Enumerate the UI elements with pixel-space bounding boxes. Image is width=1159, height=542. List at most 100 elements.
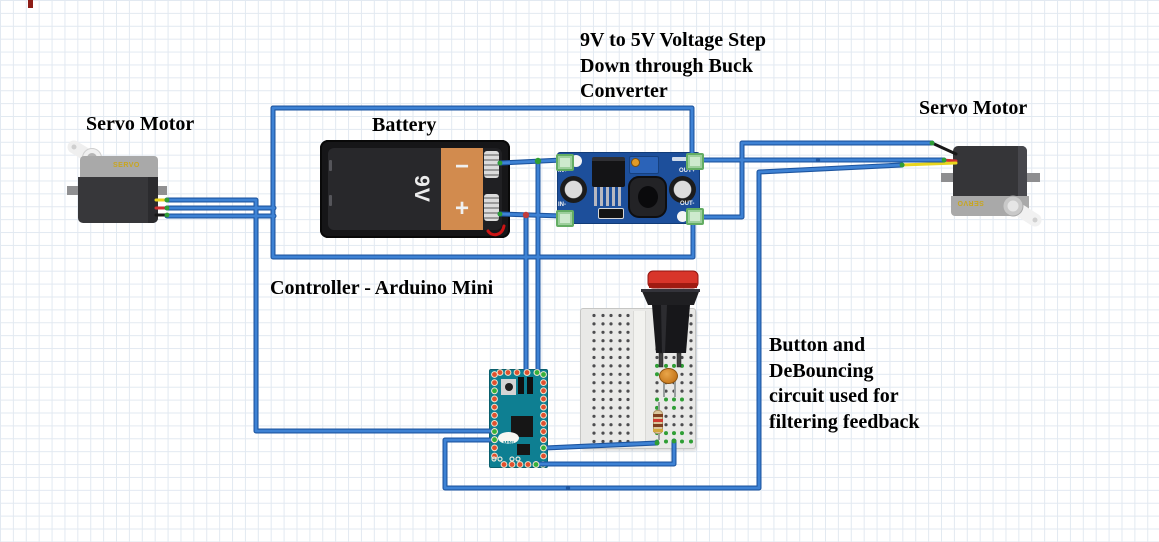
breadboard-connected-hole-icon: [672, 405, 676, 410]
push-button[interactable]: [640, 269, 702, 369]
breadboard-hole-icon: [592, 355, 596, 360]
buck-regulator-chip: [592, 157, 625, 187]
breadboard-hole-icon: [592, 381, 596, 385]
arduino-reset-cap: [505, 383, 513, 391]
breadboard-hole-icon: [601, 439, 605, 444]
buck-chip-leg: [618, 187, 621, 206]
breadboard-hole-icon: [592, 330, 596, 334]
wire-servo-left-signal[interactable]: [167, 200, 494, 431]
breadboard-hole-icon: [592, 414, 596, 418]
battery-tick: [329, 195, 332, 206]
arduino-pad-icon: [504, 369, 512, 376]
breadboard-hole-icon: [592, 347, 596, 351]
breadboard-hole-icon: [626, 364, 630, 368]
resistor-band: [653, 429, 663, 432]
battery-red-lead: [486, 224, 506, 237]
wire-tip-icon: [671, 438, 677, 444]
breadboard-hole-icon: [592, 431, 596, 435]
buck-terminal-out-minus[interactable]: [686, 208, 704, 225]
breadboard-hole-icon: [609, 347, 613, 351]
wire-ground-loop[interactable]: [273, 108, 693, 257]
breadboard-hole-icon: [626, 330, 630, 334]
breadboard-hole-icon: [592, 364, 596, 368]
breadboard-hole-icon: [609, 355, 613, 360]
buck-inductor: [628, 176, 667, 218]
breadboard-channel: [633, 311, 646, 446]
servo-right-lead-yellow: [900, 161, 958, 167]
wire-battery-plus-to-in-minus[interactable]: [498, 212, 564, 218]
breadboard-hole-icon: [609, 389, 613, 393]
breadboard-hole-icon: [626, 339, 630, 343]
resistor-band: [653, 414, 663, 417]
wire-tip-icon: [941, 157, 947, 163]
breadboard-hole-icon: [672, 355, 676, 360]
breadboard-hole-icon: [601, 381, 605, 385]
arduino-pad-icon: [524, 461, 532, 468]
wire-servo-left-signal[interactable]: [165, 198, 496, 433]
breadboard-hole-icon: [680, 389, 684, 393]
arduino-mini-label-oval: MINI: [498, 432, 519, 447]
breadboard-hole-icon: [609, 423, 613, 427]
buck-chip-leg: [600, 187, 603, 206]
breadboard-hole-icon: [664, 406, 668, 410]
wire-tip-icon: [497, 211, 503, 217]
breadboard-hole-icon: [664, 389, 668, 393]
breadboard-hole-icon: [601, 355, 605, 360]
junction-green-icon: [534, 157, 542, 165]
breadboard-hole-icon: [689, 322, 693, 326]
wire-ground-loop[interactable]: [271, 106, 695, 259]
breadboard-hole-icon: [680, 381, 684, 385]
resistor[interactable]: [653, 410, 663, 434]
wire-servo-right-to-out-minus[interactable]: [698, 141, 934, 219]
breadboard-hole-icon: [601, 339, 605, 343]
breadboard-hole-icon: [601, 330, 605, 334]
arduino-pad-icon: [540, 371, 547, 378]
breadboard-hole-icon: [592, 389, 596, 393]
breadboard-hole-icon: [609, 313, 613, 318]
buck-terminal-in-minus[interactable]: [556, 210, 574, 227]
buck-terminal-in-plus[interactable]: [556, 154, 574, 171]
arduino-component: [518, 377, 524, 394]
breadboard-hole-icon: [618, 414, 622, 418]
label-servo-right: Servo Motor: [919, 97, 1028, 119]
breadboard-hole-icon: [626, 347, 630, 351]
junction-bend-icon: [565, 485, 571, 491]
arduino-pad-icon: [540, 428, 547, 435]
capacitor-leg: [674, 381, 676, 397]
buck-terminal-out-plus[interactable]: [686, 153, 704, 170]
breadboard-hole-icon: [626, 355, 630, 360]
wire-servo-right-to-out-minus[interactable]: [700, 143, 932, 217]
breadboard-connected-hole-icon: [680, 397, 684, 402]
servo-right-tab: [1027, 173, 1040, 182]
buck-inductor-core: [638, 186, 658, 208]
servo-left-tab: [941, 173, 954, 182]
breadboard-hole-icon: [601, 397, 605, 402]
capacitor[interactable]: [659, 368, 678, 384]
arduino-pad-icon: [508, 461, 516, 468]
wire-tip-icon: [497, 160, 503, 166]
breadboard-hole-icon: [626, 381, 630, 385]
capacitor-leg: [663, 381, 665, 397]
breadboard-hole-icon: [609, 322, 613, 326]
breadboard-hole-icon: [592, 439, 596, 444]
servo-brand-text: SERVO: [113, 162, 140, 169]
buck-diode: [598, 208, 624, 219]
breadboard-hole-icon: [655, 389, 659, 393]
breadboard-hole-icon: [601, 414, 605, 418]
arduino-pad-icon: [491, 395, 498, 403]
breadboard-hole-icon: [592, 313, 596, 318]
battery-terminal-minus: [484, 151, 499, 178]
breadboard-hole-icon: [618, 397, 622, 402]
breadboard-hole-icon: [689, 414, 693, 418]
breadboard-hole-icon: [680, 414, 684, 418]
breadboard-hole-icon: [609, 414, 613, 418]
breadboard-hole-icon: [609, 397, 613, 402]
arduino-pad-icon: [491, 420, 498, 427]
arduino-pad-icon: [491, 428, 498, 435]
breadboard-connected-hole-icon: [664, 363, 668, 368]
buck-mount-hole: [677, 211, 688, 222]
breadboard-hole-icon: [609, 339, 613, 343]
breadboard-connected-hole-icon: [655, 363, 659, 368]
breadboard-hole-icon: [626, 414, 630, 418]
